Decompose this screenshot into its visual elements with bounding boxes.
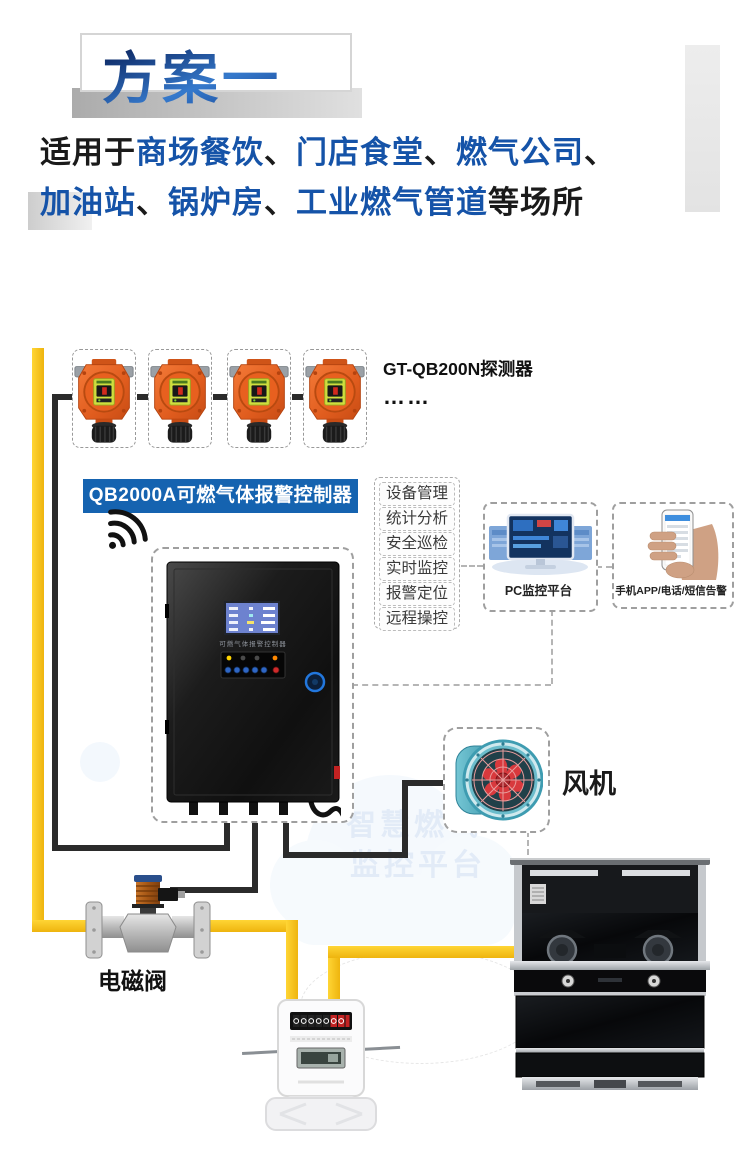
feature-item: 实时监控 [379,557,455,581]
wire-fan-h1 [283,852,408,858]
fan-label: 风机 [562,769,616,799]
feature-item: 设备管理 [379,482,455,506]
link-fan-stove [527,831,529,864]
decor-gray-bar [685,45,720,212]
intro-line-2: 加油站、锅炉房、工业燃气管道等场所 [40,185,584,220]
decor-circle [80,742,120,782]
wire-fan-h2 [402,780,444,786]
wire-detector-stub [52,394,72,400]
detector-box-2 [148,349,212,448]
wifi-icon [108,509,148,549]
intro-text: 适用于商场餐饮、门店食堂、燃气公司、 加油站、锅炉房、工业燃气管道等场所 [40,128,720,228]
phone-in-hand-illustration [647,509,719,580]
watermark-line2: 监控平台 [350,849,486,882]
link-features-pc [461,565,483,567]
valve-label: 电磁阀 [98,968,167,994]
wire-detector-to-controller [52,845,230,851]
header-frame [80,33,352,92]
page-title: 方案一 [102,34,282,115]
gas-pipe-to-meter [286,920,298,1006]
feature-item: 报警定位 [379,582,455,606]
gas-detector [149,358,211,444]
gas-pipe-left-vertical [32,348,44,932]
gas-detector [304,358,366,444]
wire-fan-v2 [402,780,408,858]
gas-meter-illustration [241,999,401,1131]
intro-line-1: 适用于商场餐饮、门店食堂、燃气公司、 [40,135,616,170]
gas-pipe-meter-out [328,946,340,1008]
gas-pipe-to-stove [328,946,518,958]
wire-detector-chain-seg [292,394,303,400]
wire-fan-v1 [283,805,289,858]
feature-item: 安全巡检 [379,532,455,556]
svg-text:可燃气体报警控制器: 可燃气体报警控制器 [219,639,287,648]
feature-item: 统计分析 [379,507,455,531]
detector-model-label: GT-QB200N探测器 [383,359,533,379]
link-pc-phone [596,566,612,568]
header-shadow-bar [72,88,362,118]
wire-detector-down [52,394,58,851]
gas-alarm-controller: 可燃气体报警控制器 [165,561,341,818]
gas-detector [228,358,290,444]
detector-ellipsis: …… [383,384,431,409]
detector-box-4 [303,349,367,448]
solenoid-valve-illustration [85,875,211,959]
detector-box-1 [72,349,136,448]
wire-controller-stub2 [224,805,230,851]
link-controller-pc [352,684,551,686]
feature-item: 远程操控 [379,607,455,631]
wire-detector-chain-seg [213,394,227,400]
pc-platform-label: PC监控平台 [504,584,573,598]
decor-gray-square [28,192,92,230]
link-pc-down [551,610,553,684]
wire-valve-vertical [252,805,258,893]
phone-alert-label: 手机APP/电话/短信告警 [615,585,727,597]
controller-title-badge: QB2000A可燃气体报警控制器 [83,479,358,513]
features-box: 设备管理 统计分析 安全巡检 实时监控 报警定位 远程操控 [374,477,460,631]
exhaust-fan-illustration [455,739,543,821]
wire-detector-chain-seg [137,394,148,400]
pc-monitor-illustration [489,513,592,575]
gas-detector [73,358,135,444]
detector-box-3 [227,349,291,448]
wire-valve-horizontal [170,887,258,893]
stove-illustration [510,858,710,1090]
